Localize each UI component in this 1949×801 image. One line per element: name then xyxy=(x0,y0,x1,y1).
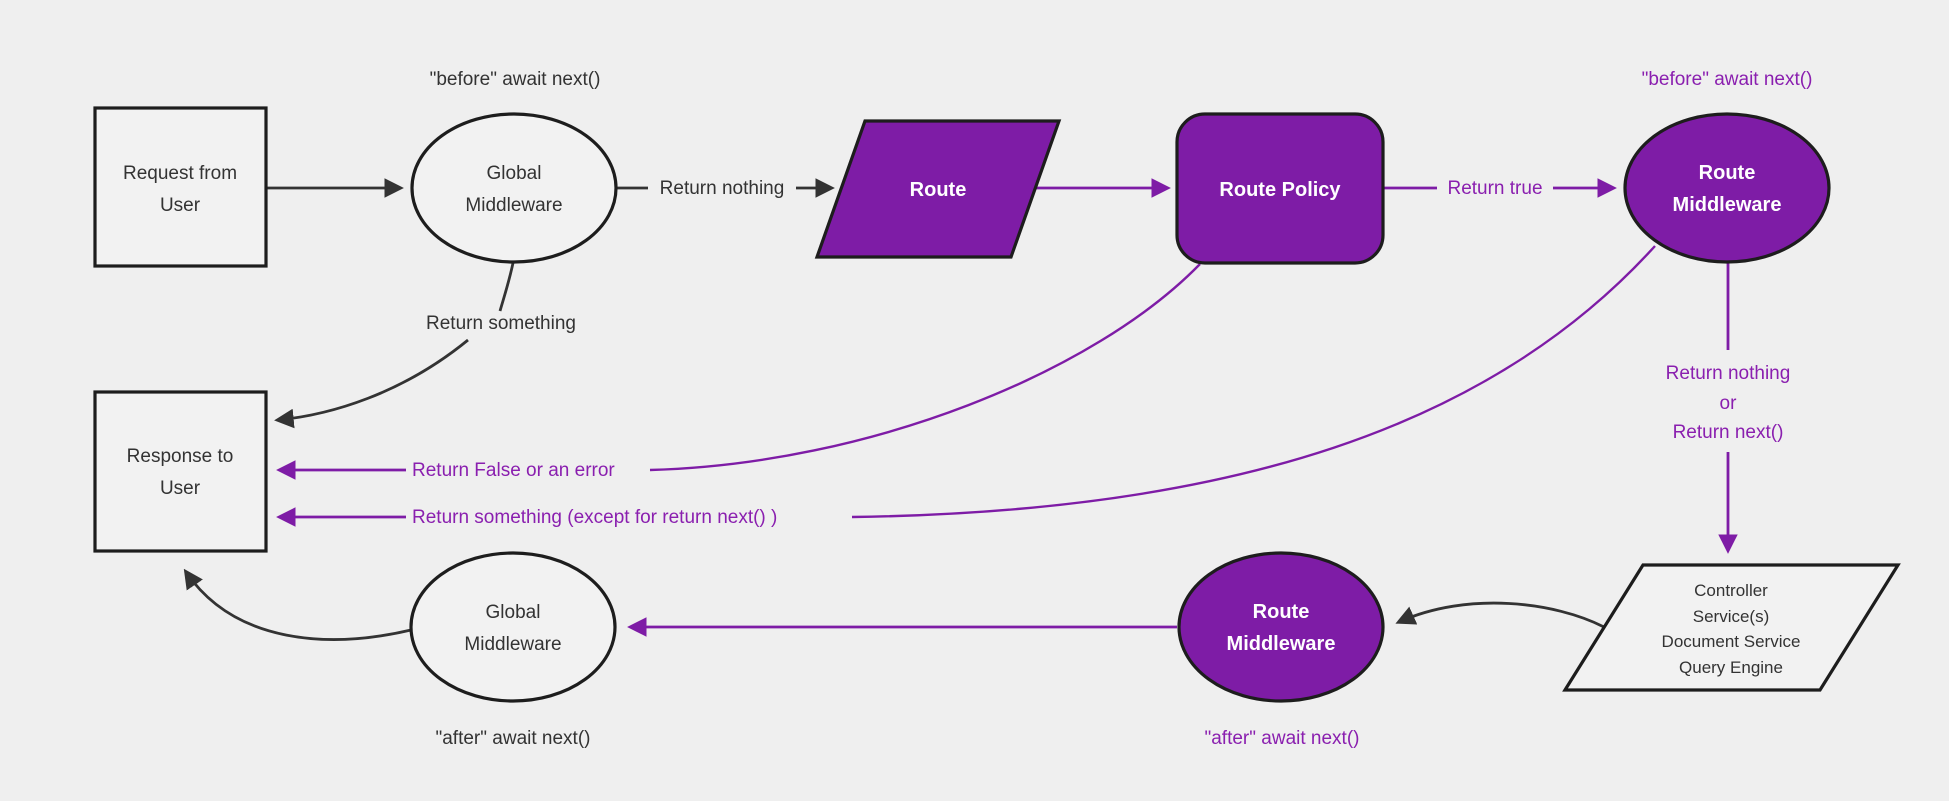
controller-label-line1: Controller xyxy=(1694,581,1768,600)
node-route-middleware-bottom: Route Middleware xyxy=(1177,551,1385,703)
label-return-something: Return something xyxy=(426,313,576,334)
route-middleware-bottom-label-line2: Middleware xyxy=(1227,633,1336,655)
node-route-middleware-top: Route Middleware xyxy=(1623,112,1831,264)
response-to-user-label-line1: Response to xyxy=(127,446,234,467)
global-middleware-top-label-line1: Global xyxy=(487,163,542,184)
label-before-await-next-black: "before" await next() xyxy=(430,69,601,90)
controller-label-line2: Service(s) xyxy=(1693,607,1770,626)
label-after-await-next-purple: "after" await next() xyxy=(1205,728,1360,749)
global-middleware-top-label-line2: Middleware xyxy=(465,195,562,216)
route-middleware-bottom-ellipse xyxy=(1177,551,1385,703)
global-middleware-bottom-ellipse xyxy=(409,551,617,703)
node-global-middleware-top: Global Middleware xyxy=(410,112,618,264)
label-return-nothing: Return nothing xyxy=(660,178,785,199)
request-from-user-box xyxy=(93,106,268,268)
label-return-nothing-or-line2: or xyxy=(1720,393,1738,414)
route-middleware-top-ellipse xyxy=(1623,112,1831,264)
nodes: Request from User Global Middleware Rout… xyxy=(93,106,1901,703)
controller-parallelogram xyxy=(1562,563,1901,692)
edge-controller-to-routemw-bottom xyxy=(1395,601,1605,629)
edge-labels: "before" await next() "before" await nex… xyxy=(412,69,1812,749)
route-policy-label: Route Policy xyxy=(1219,179,1341,201)
controller-label-line4: Query Engine xyxy=(1679,658,1783,677)
response-to-user-box xyxy=(93,390,268,553)
response-to-user-label-line2: User xyxy=(160,478,201,499)
route-label: Route xyxy=(910,179,967,201)
label-before-await-next-purple: "before" await next() xyxy=(1642,69,1813,90)
node-route: Route xyxy=(814,119,1062,259)
node-global-middleware-bottom: Global Middleware xyxy=(409,551,617,703)
edges xyxy=(183,178,1738,641)
route-middleware-top-label-line1: Route xyxy=(1699,162,1756,184)
node-route-policy: Route Policy xyxy=(1175,112,1385,265)
node-request-from-user: Request from User xyxy=(93,106,268,268)
route-parallelogram xyxy=(814,119,1062,259)
route-middleware-bottom-label-line1: Route xyxy=(1253,601,1310,623)
edge-returnsomething-label-to-response xyxy=(274,338,469,429)
controller-label-line3: Document Service xyxy=(1662,632,1801,651)
node-response-to-user: Response to User xyxy=(93,390,268,553)
route-policy-box xyxy=(1175,112,1385,265)
edge-globalmw-to-returnsomething-label xyxy=(498,262,515,312)
edge-routemw-to-returnsomethingexcept-label xyxy=(851,245,1656,519)
label-return-something-except: Return something (except for return next… xyxy=(412,507,777,528)
global-middleware-bottom-label-line2: Middleware xyxy=(464,634,561,655)
route-middleware-top-label-line2: Middleware xyxy=(1673,194,1782,216)
edge-routepolicy-to-returnfalse-label xyxy=(649,263,1201,472)
request-from-user-label-line2: User xyxy=(160,195,201,216)
label-return-false-or-error: Return False or an error xyxy=(412,460,615,481)
node-controller-services: Controller Service(s) Document Service Q… xyxy=(1562,563,1901,692)
global-middleware-top-ellipse xyxy=(410,112,618,264)
label-after-await-next-black: "after" await next() xyxy=(436,728,591,749)
label-return-true: Return true xyxy=(1447,178,1542,199)
label-return-nothing-or-line1: Return nothing xyxy=(1666,363,1791,384)
edge-globalmw-bottom-to-response xyxy=(183,568,412,641)
request-from-user-label-line1: Request from xyxy=(123,163,237,184)
label-return-nothing-or-line3: Return next() xyxy=(1673,422,1784,443)
global-middleware-bottom-label-line1: Global xyxy=(486,602,541,623)
